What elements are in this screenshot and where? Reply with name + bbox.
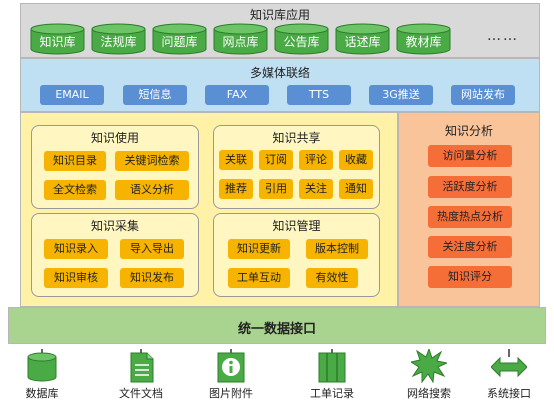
library-label: 知识库 xyxy=(39,35,76,49)
library-cylinder-icon xyxy=(335,23,390,55)
image-attachment-icon xyxy=(217,349,245,383)
data-interface-title: 统一数据接口 xyxy=(237,322,316,337)
use-keyword-search-button[interactable]: 关键词检索 xyxy=(115,151,189,171)
share-recommend-button[interactable]: 推荐 xyxy=(219,179,253,199)
database-icon xyxy=(27,349,57,382)
channel-sms[interactable]: 短信息 xyxy=(123,85,187,105)
function-layer: 知识使用 知识目录 关键词检索 全文检索 语义分析 知识共享 关联 订阅 评论 … xyxy=(20,112,398,307)
source-ticket-record[interactable]: 工单记录 xyxy=(297,347,367,401)
manage-ticket-interaction-button[interactable]: 工单互动 xyxy=(228,268,290,288)
source-label: 文件文档 xyxy=(119,387,163,400)
use-semantic-analysis-button[interactable]: 语义分析 xyxy=(115,180,189,200)
collect-import-export-button[interactable]: 导入导出 xyxy=(120,239,184,259)
use-catalog-button[interactable]: 知识目录 xyxy=(44,151,106,171)
library-textbook[interactable]: 教材库 xyxy=(396,23,451,55)
analysis-visits-button[interactable]: 访问量分析 xyxy=(428,145,512,167)
library-label: 教材库 xyxy=(405,35,442,49)
library-cylinder-icon xyxy=(91,23,146,55)
manage-version-control-button[interactable]: 版本控制 xyxy=(306,239,368,259)
library-label: 网点库 xyxy=(222,35,259,49)
library-cylinder-icon xyxy=(152,23,207,55)
use-fulltext-search-button[interactable]: 全文检索 xyxy=(44,180,106,200)
library-script[interactable]: 话述库 xyxy=(335,23,390,55)
knowledge-share-group: 知识共享 关联 订阅 评论 收藏 推荐 引用 关注 通知 xyxy=(213,125,380,209)
library-label: 问题库 xyxy=(161,35,198,49)
library-cylinder-icon xyxy=(30,23,85,55)
library-regulation[interactable]: 法规库 xyxy=(91,23,146,55)
library-label: 公告库 xyxy=(283,35,320,49)
system-interface-icon xyxy=(491,349,527,378)
share-subscribe-button[interactable]: 订阅 xyxy=(259,150,293,170)
analysis-hotspot-button[interactable]: 热度热点分析 xyxy=(428,206,512,228)
knowledge-use-group: 知识使用 知识目录 关键词检索 全文检索 语义分析 xyxy=(31,125,199,209)
library-cylinder-icon xyxy=(213,23,268,55)
source-web-search[interactable]: 网络搜索 xyxy=(394,347,464,401)
share-comment-button[interactable]: 评论 xyxy=(299,150,333,170)
library-label: 法规库 xyxy=(100,35,137,49)
source-database[interactable]: 数据库 xyxy=(7,347,77,401)
manage-validity-button[interactable]: 有效性 xyxy=(306,268,358,288)
library-knowledge[interactable]: 知识库 xyxy=(30,23,85,55)
analysis-activity-button[interactable]: 活跃度分析 xyxy=(428,176,512,198)
share-notify-button[interactable]: 通知 xyxy=(339,179,373,199)
source-label: 网络搜索 xyxy=(407,387,451,400)
web-search-icon xyxy=(411,349,447,383)
source-system-interface[interactable]: 系统接口 xyxy=(474,347,544,401)
source-label: 数据库 xyxy=(25,387,59,400)
share-follow-button[interactable]: 关注 xyxy=(299,179,333,199)
channel-tts[interactable]: TTS xyxy=(287,85,351,105)
library-question[interactable]: 问题库 xyxy=(152,23,207,55)
library-cylinder-icon xyxy=(274,23,329,55)
library-cylinder-icon xyxy=(396,23,451,55)
manage-update-button[interactable]: 知识更新 xyxy=(228,239,290,259)
share-cite-button[interactable]: 引用 xyxy=(259,179,293,199)
analysis-rating-button[interactable]: 知识评分 xyxy=(428,266,512,288)
ticket-record-icon xyxy=(318,349,346,383)
channel-3g-push[interactable]: 3G推送 xyxy=(369,85,433,105)
source-label: 图片附件 xyxy=(209,387,253,400)
library-label: 话述库 xyxy=(344,35,381,49)
analysis-layer: 知识分析 访问量分析 活跃度分析 热度热点分析 关注度分析 知识评分 xyxy=(398,112,540,307)
application-layer-title: 知识库应用 xyxy=(249,8,310,22)
collect-review-button[interactable]: 知识审核 xyxy=(44,268,108,288)
channel-fax[interactable]: FAX xyxy=(205,85,269,105)
source-image-attachment[interactable]: 图片附件 xyxy=(196,347,266,401)
analysis-layer-title: 知识分析 xyxy=(444,124,493,138)
group-title: 知识采集 xyxy=(90,219,139,233)
analysis-attention-button[interactable]: 关注度分析 xyxy=(428,236,512,258)
channel-email[interactable]: EMAIL xyxy=(40,85,104,105)
collect-publish-button[interactable]: 知识发布 xyxy=(120,268,184,288)
collect-entry-button[interactable]: 知识录入 xyxy=(44,239,108,259)
source-label: 系统接口 xyxy=(487,387,531,400)
group-title: 知识使用 xyxy=(90,131,139,145)
group-title: 知识共享 xyxy=(272,131,321,145)
document-icon xyxy=(130,349,154,383)
more-libraries-ellipsis: …… xyxy=(487,28,519,44)
multimedia-layer: 多媒体联络 EMAIL 短信息 FAX TTS 3G推送 网站发布 xyxy=(20,58,540,112)
group-title: 知识管理 xyxy=(272,219,321,233)
channel-website[interactable]: 网站发布 xyxy=(451,85,515,105)
share-relate-button[interactable]: 关联 xyxy=(219,150,253,170)
share-favorite-button[interactable]: 收藏 xyxy=(339,150,373,170)
knowledge-collect-group: 知识采集 知识录入 导入导出 知识审核 知识发布 xyxy=(31,213,199,297)
library-outlet[interactable]: 网点库 xyxy=(213,23,268,55)
knowledge-manage-group: 知识管理 知识更新 版本控制 工单互动 有效性 xyxy=(213,213,380,297)
source-label: 工单记录 xyxy=(310,387,354,400)
data-interface-layer: 统一数据接口 xyxy=(8,307,546,344)
multimedia-layer-title: 多媒体联络 xyxy=(249,66,310,80)
application-layer: 知识库应用 知识库 法规库 问题库 网点库 公告库 话述库 教材库 …… xyxy=(20,3,540,58)
library-notice[interactable]: 公告库 xyxy=(274,23,329,55)
source-document[interactable]: 文件文档 xyxy=(106,347,176,401)
